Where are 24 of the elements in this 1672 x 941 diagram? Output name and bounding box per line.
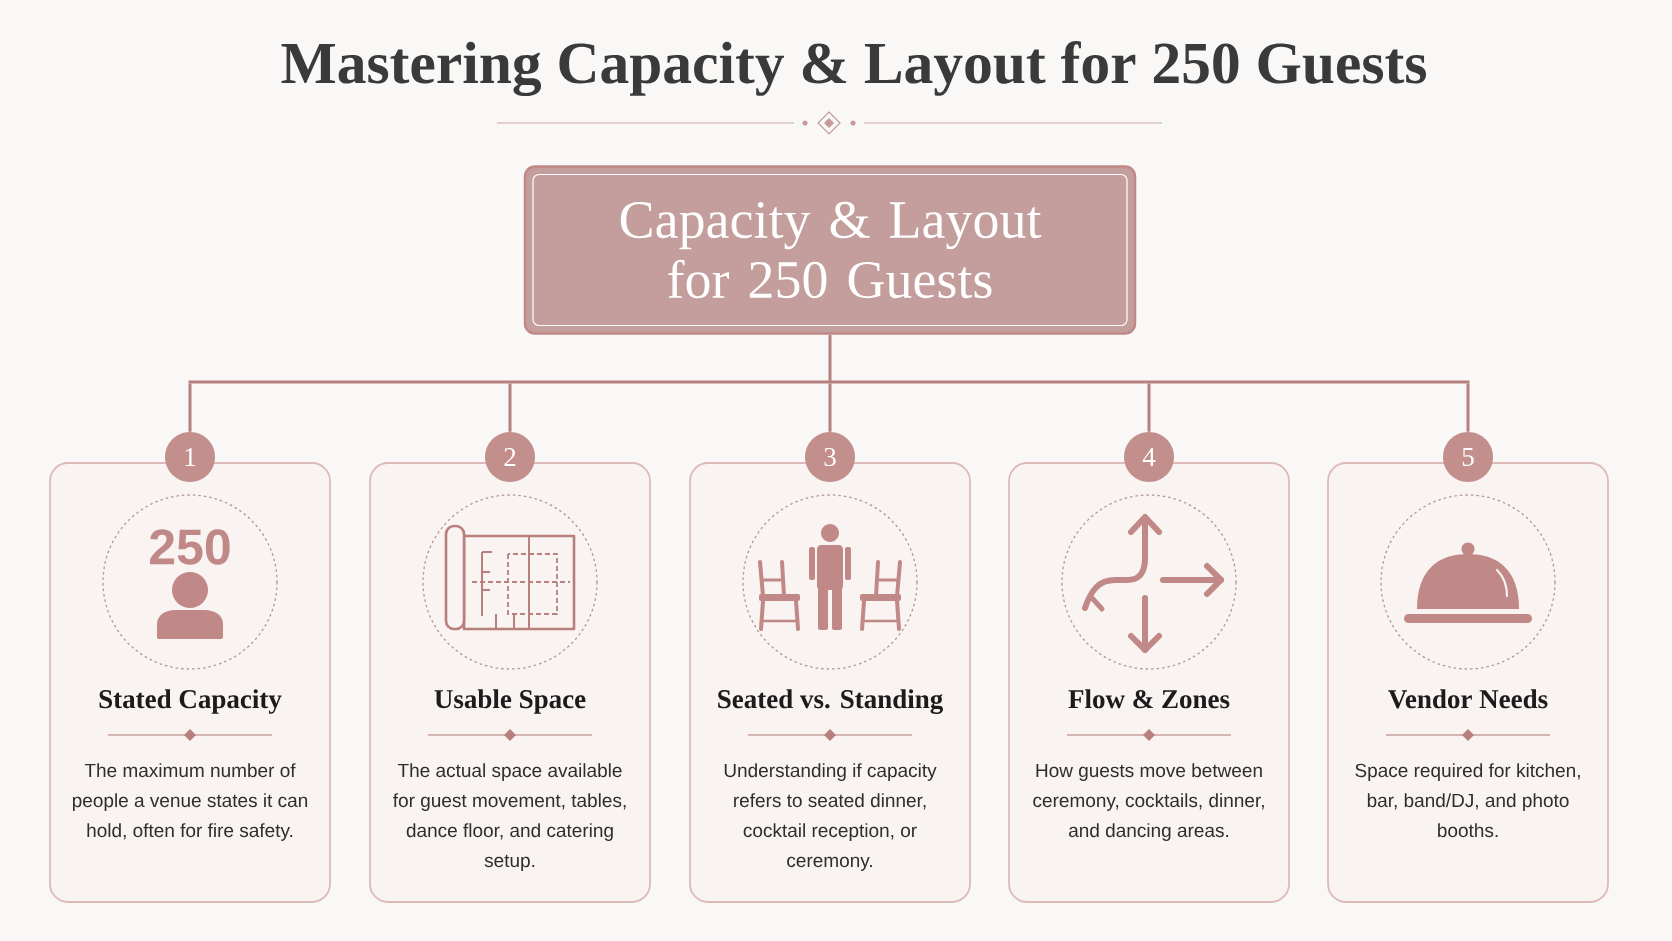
- card-text: The maximum number of people a venue states it can hold, often for fire safety.: [72, 763, 308, 841]
- card-heading: Vendor Needs: [1388, 689, 1548, 709]
- number-badge: 2: [485, 432, 535, 482]
- connector-line: [188, 383, 192, 432]
- connector-line: [1466, 383, 1470, 432]
- connector-line: [508, 383, 512, 432]
- connector-line: [1147, 383, 1151, 432]
- capacity-number: 250: [150, 529, 230, 565]
- connector-line: [828, 383, 832, 432]
- card-text: How guests move between ceremony, cocktails, dinner, and dancing areas.: [1033, 763, 1264, 841]
- card-heading: Stated Capacity: [99, 689, 282, 714]
- card-text: The actual space available for guest movement, tables, dance floor, and catering setup.: [393, 763, 626, 871]
- title: Mastering Capacity & Layout for 250 Guests: [281, 41, 1426, 97]
- connector-line: [187, 333, 1471, 384]
- card-heading: Usable Space: [434, 689, 586, 714]
- card-heading: Flow & Zones: [1068, 689, 1230, 709]
- card-heading: Seated vs. Standing: [718, 689, 943, 714]
- root-box: Capacity & Layout for 250 Guests: [523, 165, 1137, 335]
- number-badge: 4: [1124, 432, 1174, 482]
- card-text: Space required for kitchen, bar, band/DJ, and photo booths.: [1355, 763, 1580, 838]
- number-badge: 3: [805, 432, 855, 482]
- number-badge: 1: [165, 432, 215, 482]
- number-badge: 5: [1443, 432, 1493, 482]
- card-text: Understanding if capacity refers to seated dinner, cocktail reception, or ceremony.: [724, 763, 937, 871]
